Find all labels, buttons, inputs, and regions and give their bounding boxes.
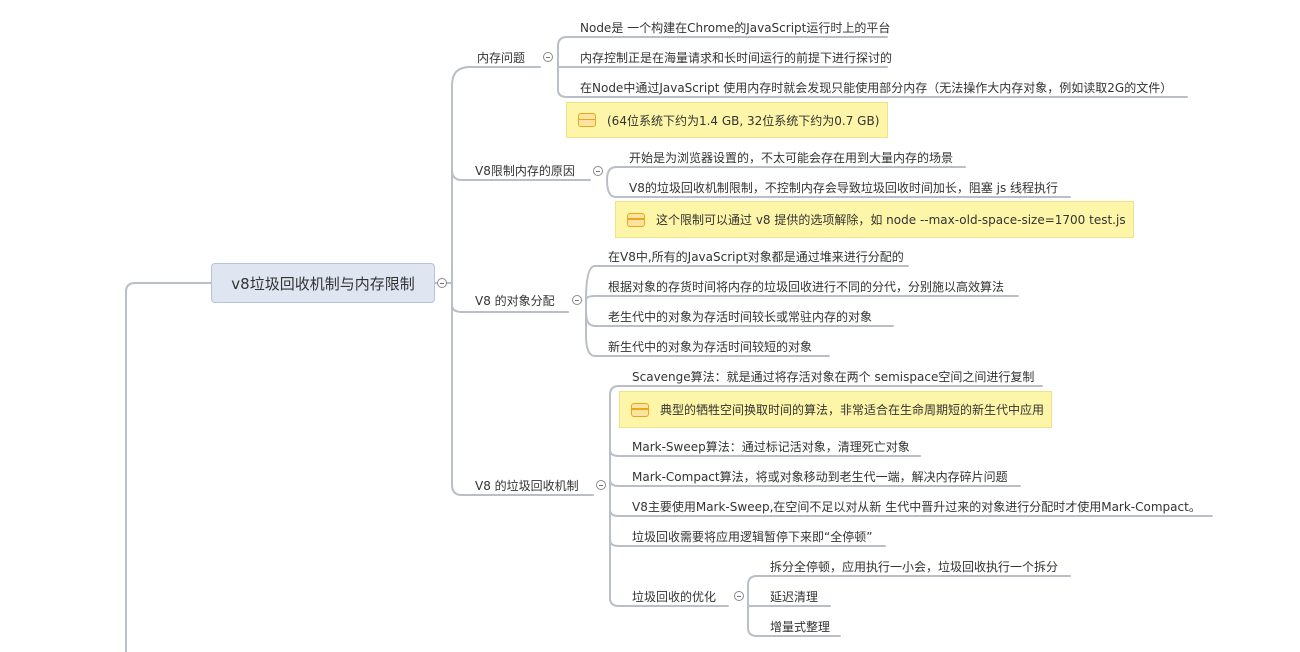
gc-optimization-collapse-icon[interactable] (734, 591, 744, 601)
v8-gc-item[interactable]: Scavenge算法：就是通过将存活对象在两个 semispace空间之间进行复… (632, 370, 1035, 384)
memory-issue-item[interactable]: Node是 一个构建在Chrome的JavaScript运行时上的平台 (580, 21, 891, 35)
branch-v8-gc[interactable]: V8 的垃圾回收机制 (475, 479, 579, 493)
memory-issue-item[interactable]: 内存控制正是在海量请求和长时间运行的前提下进行探讨的 (580, 51, 893, 65)
branch-v8-object-alloc[interactable]: V8 的对象分配 (475, 294, 555, 308)
v8-limit-reason-item[interactable]: 开始是为浏览器设置的，不太可能会存在用到大量内存的场景 (629, 151, 954, 165)
gc-optimization-item[interactable]: 增量式整理 (770, 620, 831, 634)
v8-limit-reason-note[interactable]: 这个限制可以通过 v8 提供的选项解除，如 node --max-old-spa… (615, 201, 1134, 238)
v8-limit-reason-note-text: 这个限制可以通过 v8 提供的选项解除，如 node --max-old-spa… (656, 213, 1126, 227)
v8-gc-note[interactable]: 典型的牺牲空间换取时间的算法，非常适合在生命周期短的新生代中应用 (619, 391, 1052, 428)
memory-issue-note[interactable]: (64位系统下约为1.4 GB, 32位系统下约为0.7 GB) (566, 102, 888, 138)
memory-issue-item[interactable]: 在Node中通过JavaScript 使用内存时就会发现只能使用部分内存（无法操… (580, 81, 1173, 95)
v8-object-alloc-item[interactable]: 新生代中的对象为存活时间较短的对象 (608, 340, 813, 354)
v8-limit-reason-item[interactable]: V8的垃圾回收机制限制，不控制内存会导致垃圾回收时间加长，阻塞 js 线程执行 (629, 181, 1059, 195)
note-icon (631, 402, 649, 417)
v8-object-alloc-item[interactable]: 老生代中的对象为存活时间较长或常驻内存的对象 (608, 310, 873, 324)
memory-issue-collapse-icon[interactable] (543, 52, 553, 62)
note-icon (578, 113, 596, 127)
v8-gc-collapse-icon[interactable] (596, 480, 606, 490)
v8-gc-item[interactable]: Mark-Sweep算法：通过标记活对象，清理死亡对象 (632, 440, 910, 454)
v8-gc-item[interactable]: 垃圾回收需要将应用逻辑暂停下来即“全停顿” (632, 530, 873, 544)
v8-object-alloc-item[interactable]: 根据对象的存货时间将内存的垃圾回收进行不同的分代，分别施以高效算法 (608, 280, 1005, 294)
v8-gc-item[interactable]: Mark-Compact算法，将或对象移动到老生代一端，解决内存碎片问题 (632, 470, 1008, 484)
root-collapse-icon[interactable] (437, 278, 447, 288)
v8-limit-reason-collapse-icon[interactable] (593, 166, 603, 176)
branch-v8-limit-reason[interactable]: V8限制内存的原因 (475, 164, 575, 178)
gc-optimization-item[interactable]: 延迟清理 (770, 590, 819, 604)
note-icon (627, 212, 645, 227)
v8-gc-note-text: 典型的牺牲空间换取时间的算法，非常适合在生命周期短的新生代中应用 (660, 403, 1045, 417)
v8-gc-item[interactable]: V8主要使用Mark-Sweep,在空间不足以对从新 生代中晋升过来的对象进行分… (632, 500, 1201, 514)
root-topic[interactable]: v8垃圾回收机制与内存限制 (211, 263, 435, 303)
memory-issue-note-text: (64位系统下约为1.4 GB, 32位系统下约为0.7 GB) (607, 113, 880, 128)
branch-memory-issue[interactable]: 内存问题 (477, 51, 526, 65)
branch-gc-optimization[interactable]: 垃圾回收的优化 (632, 590, 717, 604)
v8-object-alloc-collapse-icon[interactable] (572, 295, 582, 305)
v8-object-alloc-item[interactable]: 在V8中,所有的JavaScript对象都是通过堆来进行分配的 (608, 250, 904, 264)
gc-optimization-item[interactable]: 拆分全停顿，应用执行一小会，垃圾回收执行一个拆分 (770, 560, 1059, 574)
